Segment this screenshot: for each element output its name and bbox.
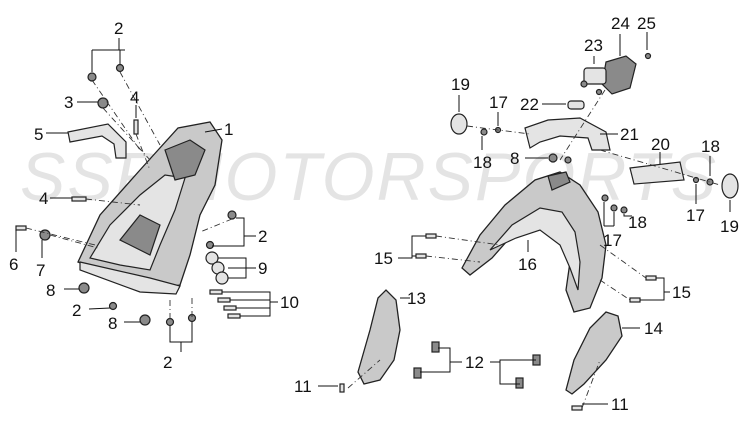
callout-20: 20 [651,135,670,154]
right-fasteners [339,52,714,411]
reflector-part [629,161,685,185]
bracket-part [67,123,127,159]
right-leader-lines [318,32,731,405]
callout-23: 23 [584,36,603,55]
right-assembly-lines [347,89,721,409]
callout-16: 16 [518,255,537,274]
side-panel-left-part [357,289,401,385]
callout-9: 9 [258,259,267,278]
callout-12: 12 [465,353,484,372]
main-tray-part [77,121,223,295]
callout-15-left: 15 [374,249,393,268]
callout-11-right: 11 [611,395,629,414]
left-assembly-lines [25,71,233,322]
callout-13: 13 [407,289,426,308]
side-panel-right-part [565,311,623,395]
callout-8-bottom: 8 [108,314,117,333]
callout-2-top: 2 [114,19,123,38]
callout-19-left: 19 [451,75,470,94]
round-reflector-left [450,113,468,135]
callout-22: 22 [520,95,539,114]
callout-11-left: 11 [294,377,312,396]
callout-14: 14 [644,319,663,338]
callout-18-left: 18 [473,153,492,172]
callout-2-bottom-left: 2 [72,301,81,320]
plate-bracket-part [524,117,611,151]
callout-19-right: 19 [720,217,739,236]
callout-15-right: 15 [672,283,691,302]
callout-4-left: 4 [39,189,48,208]
round-reflector-right [721,173,739,199]
callout-17-left: 17 [489,93,508,112]
callout-3: 3 [64,93,73,112]
callout-18-right: 18 [701,137,720,156]
spacer-part [567,100,585,110]
light-holder-part [583,67,607,85]
callout-10: 10 [280,293,299,312]
callout-2-bottom: 2 [163,353,172,372]
callout-4-top: 4 [130,88,139,107]
callout-17-right: 17 [686,206,705,225]
rear-fender-part [461,171,607,313]
callout-17-middle: 17 [603,231,622,250]
callout-8-left: 8 [46,281,55,300]
callout-7: 7 [36,261,45,280]
tail-light-part [601,55,637,95]
callout-labels: 2 3 4 5 1 4 6 7 8 2 8 2 2 9 10 19 17 18 … [9,14,739,414]
callout-18-middle: 18 [628,213,647,232]
callout-24: 24 [611,14,630,33]
callout-2-right: 2 [258,227,267,246]
callout-5: 5 [34,125,43,144]
callout-1: 1 [224,120,233,139]
left-leader-lines [15,38,278,352]
callout-21: 21 [620,125,639,144]
callout-25: 25 [637,14,656,33]
clips-part [413,341,541,389]
callout-8-right: 8 [510,149,519,168]
callout-6: 6 [9,255,18,274]
